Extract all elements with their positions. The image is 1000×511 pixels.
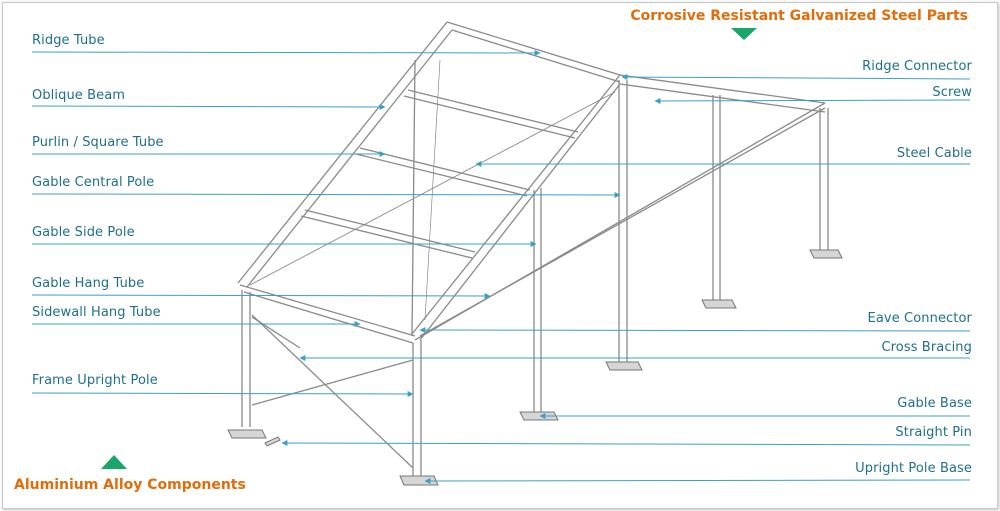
label-eave-connector: Eave Connector <box>867 311 972 326</box>
front-right-upright <box>412 340 422 478</box>
base-mid-1 <box>519 411 559 421</box>
base-mid-2 <box>605 361 643 371</box>
leader-oblique-beam <box>31 103 386 110</box>
label-upright-pole-base: Upright Pole Base <box>855 461 972 476</box>
side-eave <box>419 107 826 337</box>
purlin-3 <box>300 209 476 259</box>
leader-screw <box>654 97 971 104</box>
steel-cable-vertical <box>424 59 441 321</box>
aluminium-marker-triangle-icon <box>101 455 127 469</box>
label-gable-central-pole: Gable Central Pole <box>32 175 155 190</box>
front-oblique-beam-right <box>411 74 621 341</box>
back-upright <box>819 108 829 250</box>
back-oblique-beam <box>619 74 826 113</box>
label-steel-cable: Steel Cable <box>896 146 972 161</box>
gable-central-pole <box>411 59 416 337</box>
leader-eave-connector <box>419 327 971 334</box>
cross-bracing-b <box>251 359 414 406</box>
leader-gable-central-pole <box>31 191 621 198</box>
tent-structure <box>237 21 829 478</box>
label-frame-upright-pole: Frame Upright Pole <box>32 373 158 388</box>
mid-upright-1 <box>533 188 542 412</box>
label-oblique-beam: Oblique Beam <box>32 88 126 103</box>
leader-gable-hang-tube <box>31 292 491 299</box>
front-eave-hang-tube <box>239 284 416 344</box>
ridge-tube-shape <box>446 21 621 83</box>
mid-upright-2 <box>618 80 628 362</box>
base-back <box>809 249 843 259</box>
label-gable-base: Gable Base <box>897 396 972 411</box>
aluminium-components-title: Aluminium Alloy Components <box>14 477 246 493</box>
label-screw: Screw <box>932 85 972 100</box>
label-purlin-square-tube: Purlin / Square Tube <box>32 135 164 150</box>
leader-ridge-connector <box>621 74 971 81</box>
bases <box>227 249 843 486</box>
cross-bracing-a <box>251 314 414 469</box>
mid-upright-3 <box>712 95 721 300</box>
leader-lines <box>31 49 971 484</box>
label-ridge-tube: Ridge Tube <box>32 33 105 48</box>
base-mid-3 <box>701 299 737 309</box>
label-sidewall-hang-tube: Sidewall Hang Tube <box>32 305 161 320</box>
label-straight-pin: Straight Pin <box>895 425 972 440</box>
purlin-1 <box>403 89 579 139</box>
label-cross-bracing: Cross Bracing <box>881 340 972 355</box>
front-left-upright <box>241 290 251 427</box>
leader-ridge-tube <box>31 49 541 56</box>
leader-straight-pin <box>281 440 971 447</box>
label-ridge-connector: Ridge Connector <box>862 59 972 74</box>
steel-marker-triangle-icon <box>731 28 757 40</box>
cross-brace-detail <box>251 316 301 349</box>
base-front-left <box>227 429 267 439</box>
straight-pin-shape <box>264 436 281 447</box>
leader-upright-pole-base <box>424 477 971 484</box>
steel-parts-title: Corrosive Resistant Galvanized Steel Par… <box>630 8 968 24</box>
purlin-2 <box>355 147 531 197</box>
label-gable-hang-tube: Gable Hang Tube <box>32 276 145 291</box>
label-gable-side-pole: Gable Side Pole <box>32 225 135 240</box>
leader-frame-upright-pole <box>31 390 414 397</box>
